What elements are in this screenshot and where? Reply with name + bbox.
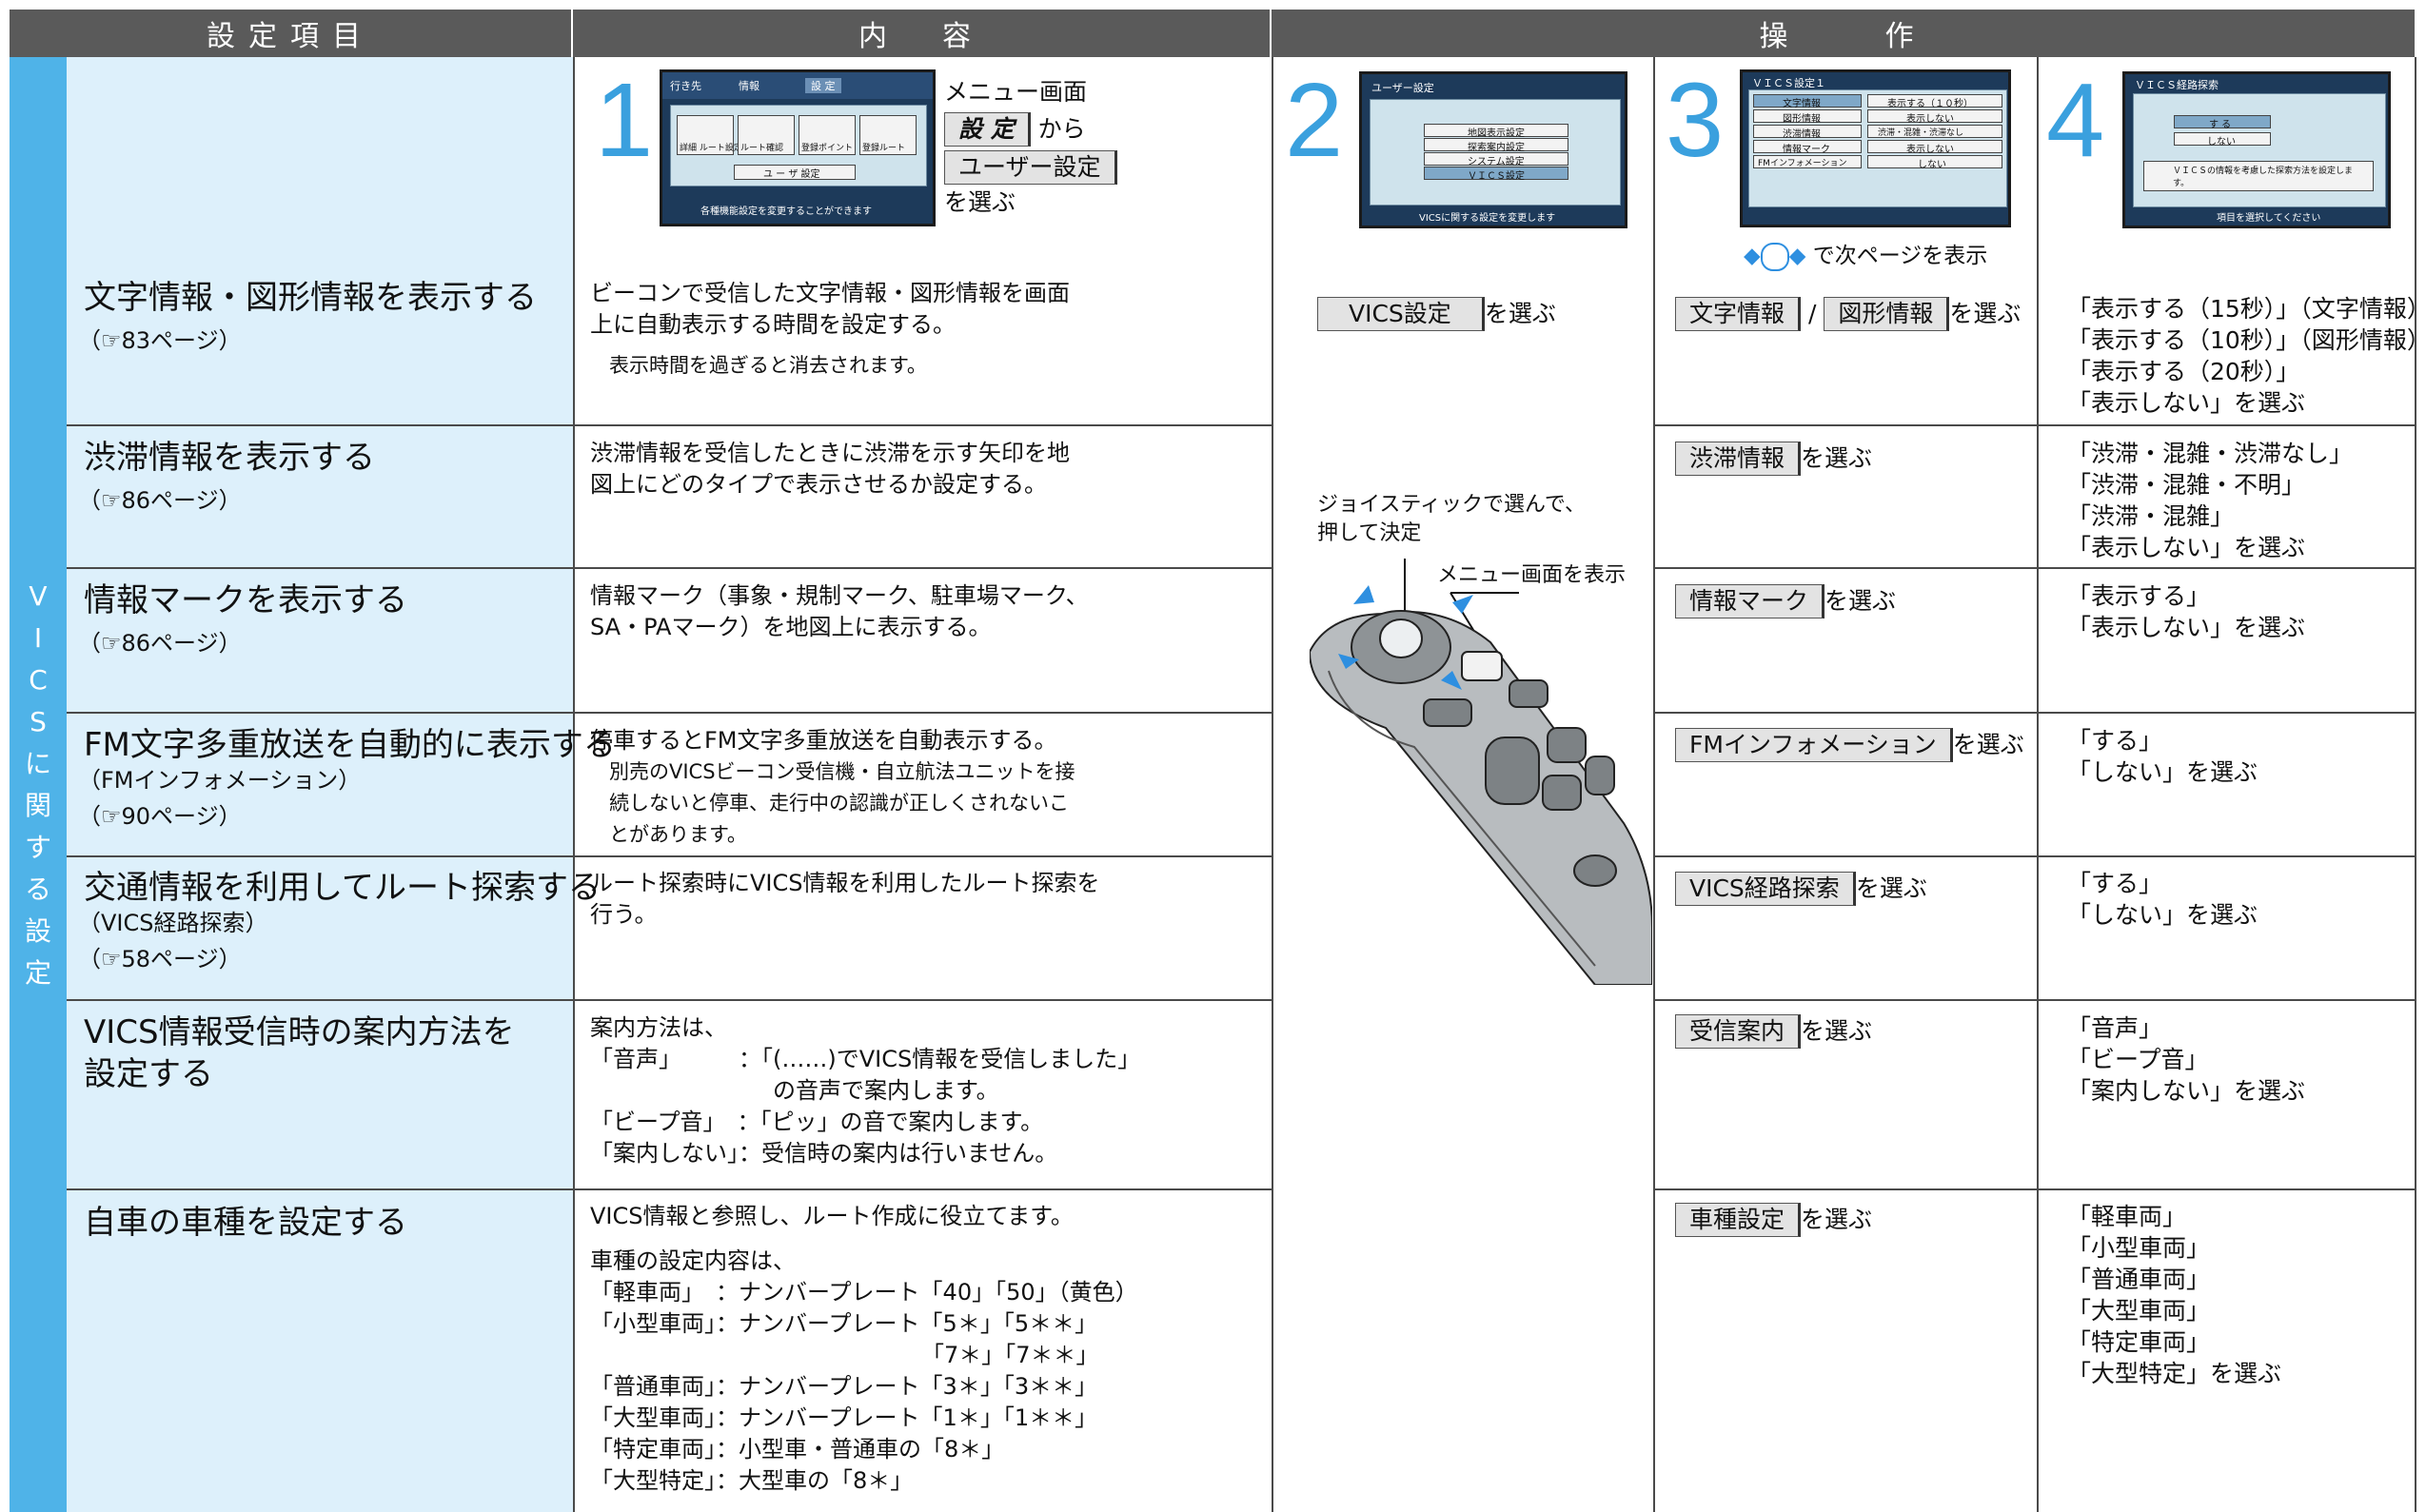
right-arrow-icon: ◆: [1788, 244, 1806, 268]
item-description: 渋滞情報を受信したときに渋滞を示す矢印を地 図上にどのタイプで表示させるか設定す…: [590, 440, 1070, 498]
choices-row-5: 「する」 「しない」を選ぶ: [2067, 870, 2258, 929]
item-description: 停車するとFM文字多重放送を自動表示する。 別売のVICSビーコン受信機・自立航…: [590, 727, 1075, 846]
header-content: 内 容: [573, 10, 1272, 57]
choices-row-4: 「する」 「しない」を選ぶ: [2067, 727, 2258, 786]
row-divider: [1653, 999, 2415, 1001]
left-arrow-icon: ◆: [1744, 244, 1761, 268]
row-divider: [67, 424, 1272, 426]
step-number-3: 3: [1666, 62, 1725, 179]
header-setting-item: 設定項目: [10, 10, 573, 57]
page-reference[interactable]: （☞90ページ）: [78, 803, 242, 830]
divider: [2415, 57, 2416, 1512]
row-divider: [1653, 424, 2415, 426]
vics-route-search-screen-thumbnail: ＶＩＣＳ経路探索 す る しない ＶＩＣＳの情報を考慮した探索方法を設定します。…: [2122, 71, 2391, 228]
joystick-button-icon: [1760, 242, 1789, 271]
item-title-line2: 設定する: [84, 1055, 213, 1093]
step1-select: を選ぶ: [944, 188, 1016, 216]
item-title: 情報マークを表示する: [84, 581, 407, 619]
row-divider: [67, 1188, 1272, 1190]
user-setting-button-label: ユーザー設定: [944, 150, 1117, 185]
choices-row-2: 「渋滞・混雑・渋滞なし」 「渋滞・混雑・不明」 「渋滞・混雑」 「表示しない」を…: [2067, 440, 2354, 561]
choices-row-6: 「音声」 「ビープ音」 「案内しない」を選ぶ: [2067, 1014, 2306, 1105]
divider: [573, 57, 575, 1512]
row-divider: [1653, 855, 2415, 857]
page-reference[interactable]: （☞83ページ）: [78, 327, 242, 354]
row-divider: [67, 999, 1272, 1001]
step2-op: VICS設定を選ぶ: [1317, 297, 1556, 331]
header-operation: 操 作: [1272, 10, 2416, 57]
item-title: 交通情報を利用してルート探索する: [84, 869, 601, 907]
choices-row-3: 「表示する」 「表示しない」を選ぶ: [2067, 582, 2306, 641]
item-title: VICS情報受信時の案内方法を: [84, 1013, 515, 1051]
item-description: ルート探索時にVICS情報を利用したルート探索を 行う。: [590, 870, 1100, 928]
vics-setting-button-label: VICS設定: [1317, 297, 1485, 331]
item-title: 文字情報・図形情報を表示する: [84, 279, 537, 317]
page-reference[interactable]: （☞58ページ）: [78, 946, 242, 972]
vics-setting1-screen-thumbnail: ＶＩＣＳ設定１ 文字情報 図形情報 渋滞情報 情報マーク FMインフォメーション…: [1740, 69, 2011, 227]
op-row-4: FMインフォメーションを選ぶ: [1675, 728, 2024, 762]
row-divider: [67, 712, 1272, 714]
item-subtitle: （FMインフォメーション）: [78, 767, 362, 794]
page-reference[interactable]: （☞86ページ）: [78, 487, 242, 514]
item-title: 自車の車種を設定する: [84, 1204, 407, 1242]
choices-row-1: 「表示する（15秒）」（文字情報） 「表示する（10秒）」（図形情報） 「表示す…: [2067, 295, 2426, 417]
op-row-2: 渋滞情報を選ぶ: [1675, 442, 1872, 476]
item-description: 情報マーク（事象・規制マーク、駐車場マーク、 SA・PAマーク）を地図上に表示す…: [590, 582, 1089, 640]
row-divider: [67, 855, 1272, 857]
op-row-6: 受信案内を選ぶ: [1675, 1014, 1872, 1049]
menu-screen-thumbnail: 行き先 情報 設 定 詳細 ルート設定 ルート確認 登録ポイント 登録ルート ユ…: [660, 69, 936, 226]
setting-column-background: [67, 57, 573, 1512]
step-number-2: 2: [1285, 62, 1344, 179]
settei-button-label: 設 定: [944, 112, 1031, 147]
item-description: 案内方法は、 「音声」 ：「(……)でVICS情報を受信しました」 の音声で案内…: [590, 1014, 1141, 1167]
step1-line3: ユーザー設定: [944, 150, 1117, 185]
user-setting-screen-thumbnail: ユーザー設定 地図表示設定 探索案内設定 システム設定 ＶＩＣＳ設定 VICSに…: [1359, 71, 1627, 228]
divider: [1272, 57, 1273, 1512]
item-title: FM文字多重放送を自動的に表示する: [84, 726, 616, 764]
step1-line2: 設 定 から: [944, 112, 1086, 147]
step-number-1: 1: [595, 62, 654, 179]
menu-display-note: メニュー画面を表示: [1437, 563, 1627, 587]
choices-row-7: 「軽車両」 「小型車両」 「普通車両」 「大型車両」 「特定車両」 「大型特定」…: [2067, 1203, 2282, 1387]
op-row-3: 情報マークを選ぶ: [1675, 584, 1896, 619]
item-title: 渋滞情報を表示する: [84, 439, 375, 477]
op-row-7: 車種設定を選ぶ: [1675, 1203, 1872, 1237]
item-description: VICS情報と参照し、ルート作成に役立てます。 車種の設定内容は、 「軽車両」 …: [590, 1203, 1138, 1494]
step1-text-menu: メニュー画面: [944, 78, 1088, 106]
vics-side-tab: V I C S に 関 す る 設 定: [10, 57, 67, 1512]
divider: [1653, 57, 1655, 1512]
remote-control-illustration: [1310, 559, 1652, 985]
item-subtitle: （VICS経路探索）: [78, 910, 268, 936]
row-divider: [1653, 567, 2415, 569]
page-reference[interactable]: （☞86ページ）: [78, 630, 242, 657]
item-description: ビーコンで受信した文字情報・図形情報を画面 上に自動表示する時間を設定する。 表…: [590, 280, 1070, 377]
row-divider: [67, 567, 1272, 569]
joystick-note-2: 押して決定: [1317, 521, 1422, 545]
op-row-5: VICS経路探索を選ぶ: [1675, 872, 1927, 906]
step-number-4: 4: [2046, 62, 2105, 179]
page-turn-caption: ◆◆ で次ページを表示: [1744, 240, 1987, 272]
divider: [2037, 57, 2039, 1512]
row-divider: [1653, 712, 2415, 714]
op-row-1: 文字情報 / 図形情報を選ぶ: [1675, 297, 2021, 331]
row-divider: [1653, 1188, 2415, 1190]
joystick-note: ジョイスティックで選んで、: [1317, 493, 1587, 517]
